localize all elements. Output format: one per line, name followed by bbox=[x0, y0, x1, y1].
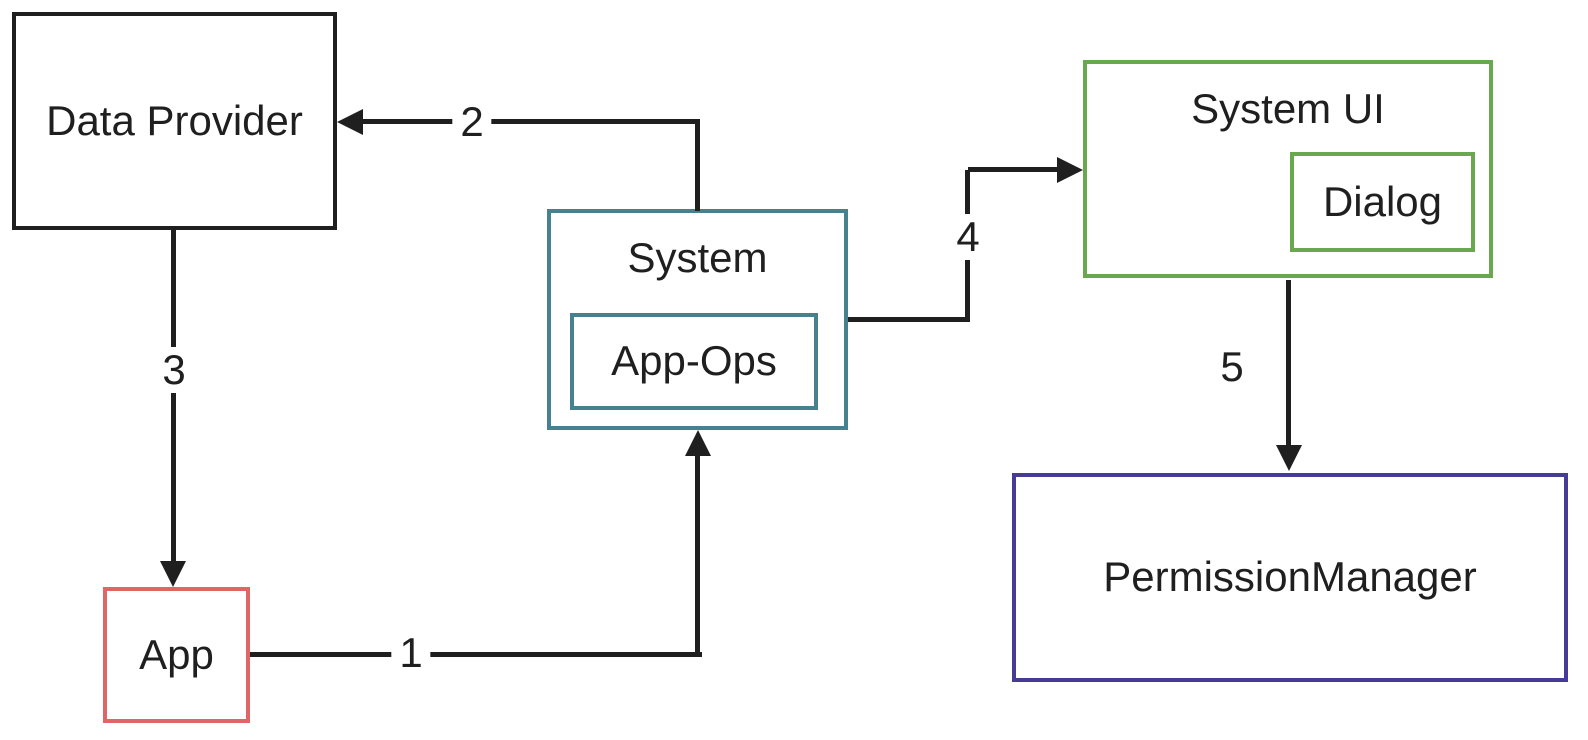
app-ops-box: App-Ops bbox=[570, 313, 818, 410]
system-box: System App-Ops bbox=[547, 209, 848, 430]
app-ops-label: App-Ops bbox=[611, 337, 777, 385]
system-ui-box: System UI Dialog bbox=[1083, 60, 1493, 278]
edge-2-line-horizontal bbox=[360, 119, 700, 124]
edge-3-arrowhead-down-icon bbox=[160, 561, 186, 587]
edge-1-label: 1 bbox=[391, 630, 431, 676]
edge-5-label: 5 bbox=[1212, 344, 1252, 390]
app-box: App bbox=[103, 587, 250, 723]
dialog-box: Dialog bbox=[1290, 152, 1475, 252]
app-label: App bbox=[139, 630, 214, 678]
edge-4-arrowhead-right-icon bbox=[1057, 157, 1083, 183]
system-label: System bbox=[627, 234, 768, 281]
permission-manager-box: PermissionManager bbox=[1012, 473, 1568, 682]
data-provider-box: Data Provider bbox=[12, 12, 337, 230]
system-ui-label: System UI bbox=[1191, 85, 1385, 132]
edge-2-label: 2 bbox=[452, 99, 492, 145]
edge-2-line-vertical bbox=[695, 121, 700, 211]
edge-4-line-horizontal-lower bbox=[848, 317, 970, 322]
dialog-label: Dialog bbox=[1322, 177, 1443, 225]
edge-3-line-vertical bbox=[171, 230, 176, 563]
edge-1-line-horizontal bbox=[250, 652, 702, 657]
edge-4-label: 4 bbox=[948, 214, 988, 260]
edge-4-line-horizontal-upper bbox=[968, 167, 1057, 172]
edge-5-arrowhead-down-icon bbox=[1276, 445, 1302, 471]
edge-5-line-vertical bbox=[1286, 280, 1291, 447]
edge-1-line-vertical bbox=[695, 452, 700, 656]
permission-manager-label: PermissionManager bbox=[1103, 553, 1477, 601]
edge-3-label: 3 bbox=[154, 347, 194, 393]
edge-1-arrowhead-up-icon bbox=[685, 430, 711, 456]
data-provider-label: Data Provider bbox=[46, 96, 303, 144]
edge-2-arrowhead-left-icon bbox=[337, 109, 363, 135]
